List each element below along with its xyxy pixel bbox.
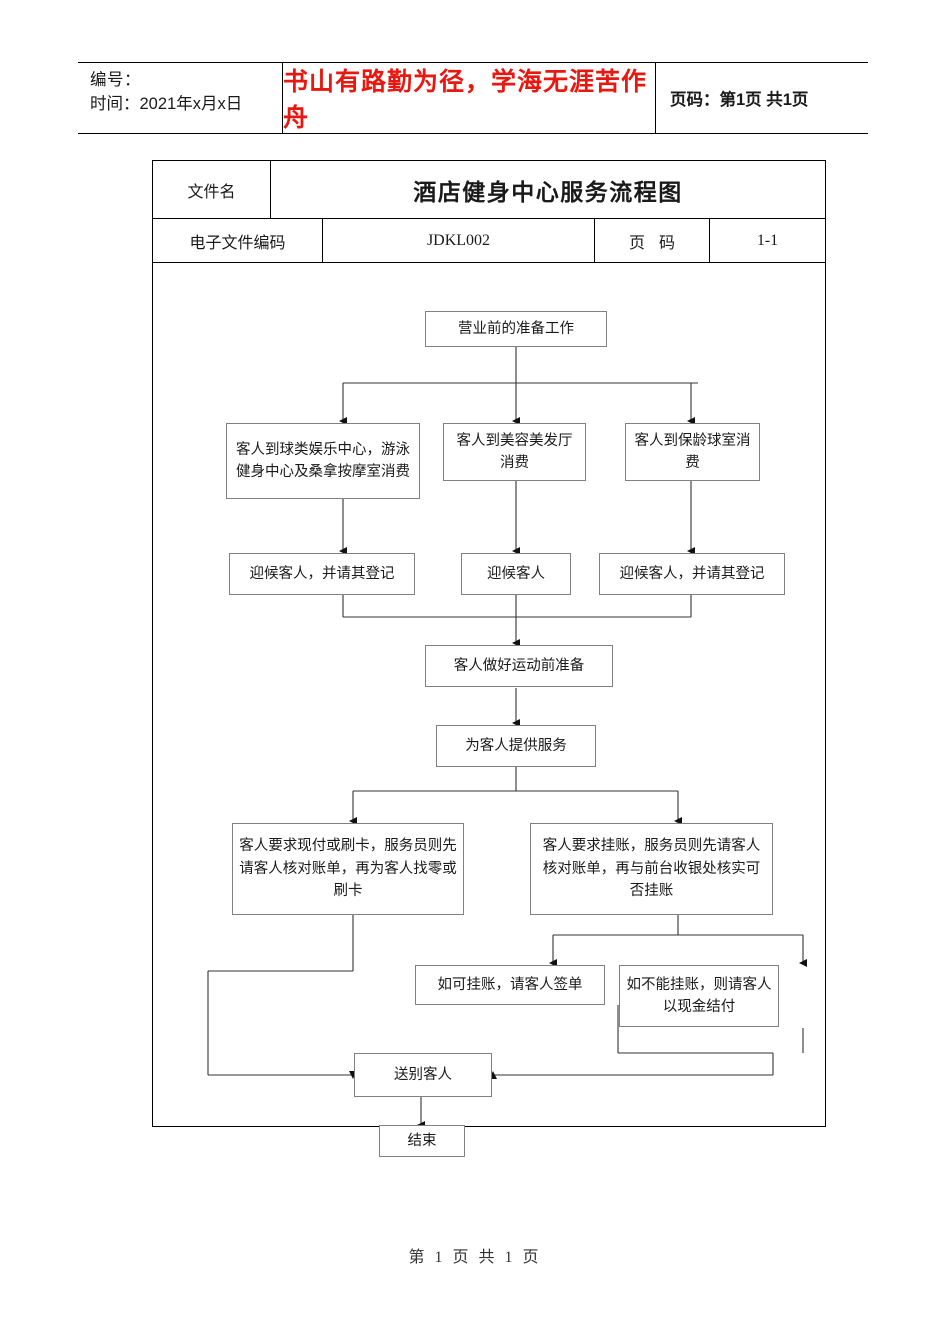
flow-node-farewell[interactable]: 送别客人 <box>354 1053 492 1097</box>
filename-label: 文件名 <box>153 161 271 218</box>
flow-node-serve[interactable]: 为客人提供服务 <box>436 725 596 767</box>
flow-node-pay-credit[interactable]: 客人要求挂账，服务员则先请客人核对账单，再与前台收银处核实可否挂账 <box>530 823 773 915</box>
flow-node-branch-a[interactable]: 客人到球类娱乐中心，游泳健身中心及桑拿按摩室消费 <box>226 423 420 499</box>
page-number-value: 1-1 <box>756 231 779 249</box>
flow-node-label: 为客人提供服务 <box>465 737 567 754</box>
page-footer: 第 1 页 共 1 页 <box>408 1249 542 1266</box>
flow-node-label: 客人到球类娱乐中心，游泳健身中心及桑拿按摩室消费 <box>236 441 410 480</box>
document-title: 酒店健身中心服务流程图 <box>413 179 683 205</box>
flow-node-credit-no[interactable]: 如不能挂账，则请客人以现金结付 <box>619 965 779 1027</box>
flow-node-credit-ok[interactable]: 如可挂账，请客人签单 <box>415 965 605 1005</box>
flow-node-label: 客人要求现付或刷卡，服务员则先请客人核对账单，再为客人找零或刷卡 <box>239 838 457 900</box>
flow-node-branch-c[interactable]: 客人到保龄球室消费 <box>625 423 760 481</box>
flow-node-label: 客人到保龄球室消费 <box>634 432 751 471</box>
flow-node-label: 送别客人 <box>394 1066 452 1083</box>
flow-node-end[interactable]: 结束 <box>379 1125 465 1157</box>
flow-node-label: 结束 <box>407 1132 437 1149</box>
flow-node-greet-c[interactable]: 迎候客人，并请其登记 <box>599 553 785 595</box>
flow-node-label: 客人要求挂账，服务员则先请客人核对账单，再与前台收银处核实可否挂账 <box>542 838 761 900</box>
flow-node-label: 客人做好运动前准备 <box>453 657 585 674</box>
flow-node-label: 迎候客人，并请其登记 <box>619 565 765 582</box>
document-frame: 文件名 酒店健身中心服务流程图 电子文件编码 JDKL002 页 码 1-1 <box>152 160 826 1157</box>
flow-node-label: 迎候客人 <box>487 565 545 582</box>
flow-node-greet-a[interactable]: 迎候客人，并请其登记 <box>229 553 415 595</box>
flow-node-label: 迎候客人，并请其登记 <box>249 565 395 582</box>
flow-node-label: 客人到美容美发厅消费 <box>456 432 573 471</box>
banner-number-label: 编号： <box>90 71 141 89</box>
flow-node-pay-cash[interactable]: 客人要求现付或刷卡，服务员则先请客人核对账单，再为客人找零或刷卡 <box>232 823 464 915</box>
electronic-code-value: JDKL002 <box>323 219 595 262</box>
flow-node-label: 如可挂账，请客人签单 <box>437 976 583 993</box>
banner-time-label: 时间：2021年x月x日 <box>90 94 243 113</box>
flowchart: 营业前的准备工作 客人到球类娱乐中心，游泳健身中心及桑拿按摩室消费 客人到美容美… <box>153 263 825 1157</box>
flow-node-greet-b[interactable]: 迎候客人 <box>461 553 571 595</box>
flow-node-branch-b[interactable]: 客人到美容美发厅消费 <box>443 423 586 481</box>
doc-header-row-code: 电子文件编码 JDKL002 页 码 1-1 <box>153 219 825 263</box>
flow-node-label: 营业前的准备工作 <box>458 320 574 337</box>
banner-page-info: 页码：第1页 共1页 <box>670 91 809 109</box>
flow-node-prepare[interactable]: 客人做好运动前准备 <box>425 645 613 687</box>
flow-node-start[interactable]: 营业前的准备工作 <box>425 311 607 347</box>
page-number-label: 页 码 <box>595 219 710 262</box>
electronic-code-label: 电子文件编码 <box>153 219 323 262</box>
flowchart-connectors <box>207 343 807 1126</box>
flow-node-label: 如不能挂账，则请客人以现金结付 <box>626 976 772 1015</box>
doc-header-row-title: 文件名 酒店健身中心服务流程图 <box>153 161 825 219</box>
banner-motto: 书山有路勤为径，学海无涯苦作舟 <box>283 63 656 133</box>
top-banner: 编号： 时间：2021年x月x日 书山有路勤为径，学海无涯苦作舟 页码：第1页 … <box>78 62 868 134</box>
banner-meta-cell: 编号： 时间：2021年x月x日 <box>78 63 283 133</box>
